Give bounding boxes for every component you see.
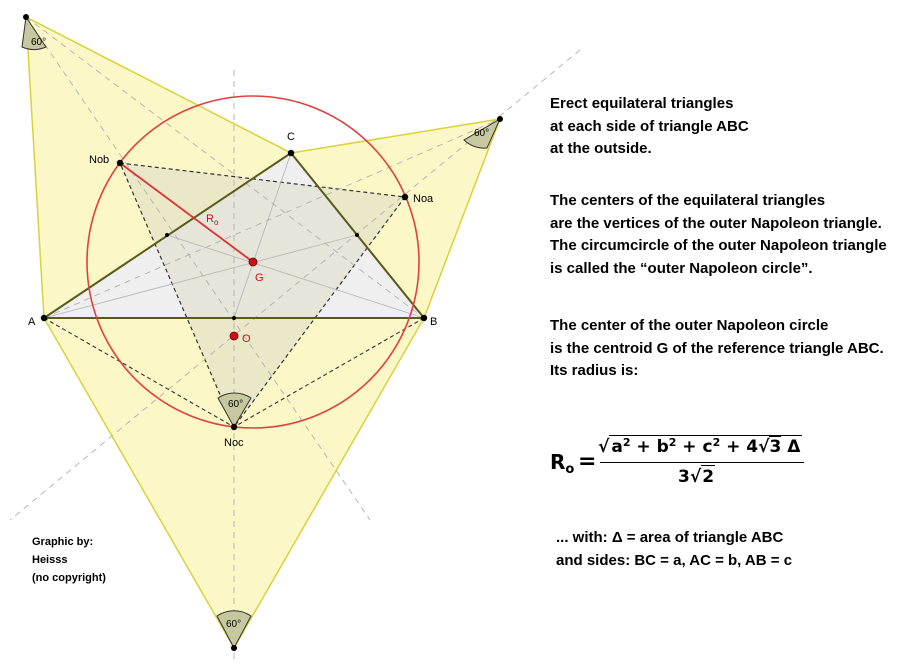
angle-mark-2: [463, 117, 502, 149]
description-line: is the centroid G of the reference trian…: [550, 339, 884, 357]
point-apex-ac: [23, 14, 29, 20]
credit-line: Heisss: [32, 554, 68, 566]
label-g: G: [255, 272, 264, 284]
outer-napoleon-circle: [86, 95, 420, 429]
angle-label-1: 60°: [31, 37, 46, 48]
angle-mark-1: [21, 15, 47, 51]
point-a: [40, 314, 48, 322]
description-para2: The centers of the equilateral triangles…: [550, 190, 887, 280]
angle-marks: [21, 15, 502, 650]
description-line: is called the “outer Napoleon circle”.: [550, 259, 813, 277]
description-para1: Erect equilateral triangles at each side…: [550, 93, 749, 161]
angle-label-4: 60°: [226, 619, 241, 630]
label-b: B: [430, 316, 437, 328]
description-para3: The center of the outer Napoleon circle …: [550, 315, 884, 383]
point-nob: [116, 159, 124, 167]
label-noa: Noa: [413, 193, 434, 205]
point-apex-bc: [497, 116, 503, 122]
label-a: A: [28, 316, 36, 328]
note: ... with: Δ = area of triangle ABC and s…: [556, 527, 792, 572]
credit-line: Graphic by:: [32, 536, 94, 548]
formula-fraction-bar: [600, 462, 804, 463]
description-line: are the vertices of the outer Napoleon t…: [550, 214, 882, 232]
description-line: The centers of the equilateral triangles: [550, 192, 826, 209]
label-o: O: [242, 333, 251, 345]
napoleon-triangle: [119, 162, 407, 429]
angle-mark-4: [216, 610, 252, 650]
point-g: [248, 257, 258, 267]
formula-equals: =: [578, 449, 597, 474]
formula-lhs: Ro: [550, 450, 575, 477]
noc-dashes: [43, 317, 425, 428]
label-ro: Ro: [206, 213, 219, 227]
description-line: The circumcircle of the outer Napoleon t…: [550, 237, 887, 254]
description-line: Its radius is:: [550, 362, 639, 379]
note-line: and sides: BC = a, AC = b, AB = c: [556, 551, 793, 569]
points: [23, 14, 503, 651]
radius-formula: Ro = √a2 + b2 + c2 + 4√3 Δ 3√2: [550, 435, 820, 492]
label-c: C: [287, 131, 295, 143]
formula-numerator: √a2 + b2 + c2 + 4√3 Δ: [598, 435, 803, 457]
point-noa: [401, 193, 409, 201]
angle-mark-3: [217, 392, 252, 429]
label-nob: Nob: [89, 154, 109, 166]
angle-label-2: 60°: [474, 128, 489, 139]
point-c: [287, 149, 295, 157]
medians: [43, 152, 425, 319]
point-o: [229, 331, 239, 341]
angle-label-3: 60°: [228, 399, 243, 410]
angle-labels: 60° 60° 60° 60°: [31, 37, 489, 630]
description-line: Erect equilateral triangles: [550, 95, 734, 112]
point-b: [420, 314, 428, 322]
formula-denominator: 3√2: [678, 465, 716, 487]
description-line: at the outside.: [550, 140, 652, 157]
point-apex-ab: [231, 645, 237, 651]
description-line: at each side of triangle ABC: [550, 117, 749, 135]
credit: Graphic by: Heisss (no copyright): [32, 533, 106, 587]
credit-line: (no copyright): [32, 572, 106, 584]
point-noc: [230, 423, 238, 431]
radius-ro: [119, 162, 254, 263]
label-noc: Noc: [224, 437, 244, 449]
note-line: ... with: Δ = area of triangle ABC: [556, 529, 784, 546]
description-line: The center of the outer Napoleon circle: [550, 317, 829, 334]
